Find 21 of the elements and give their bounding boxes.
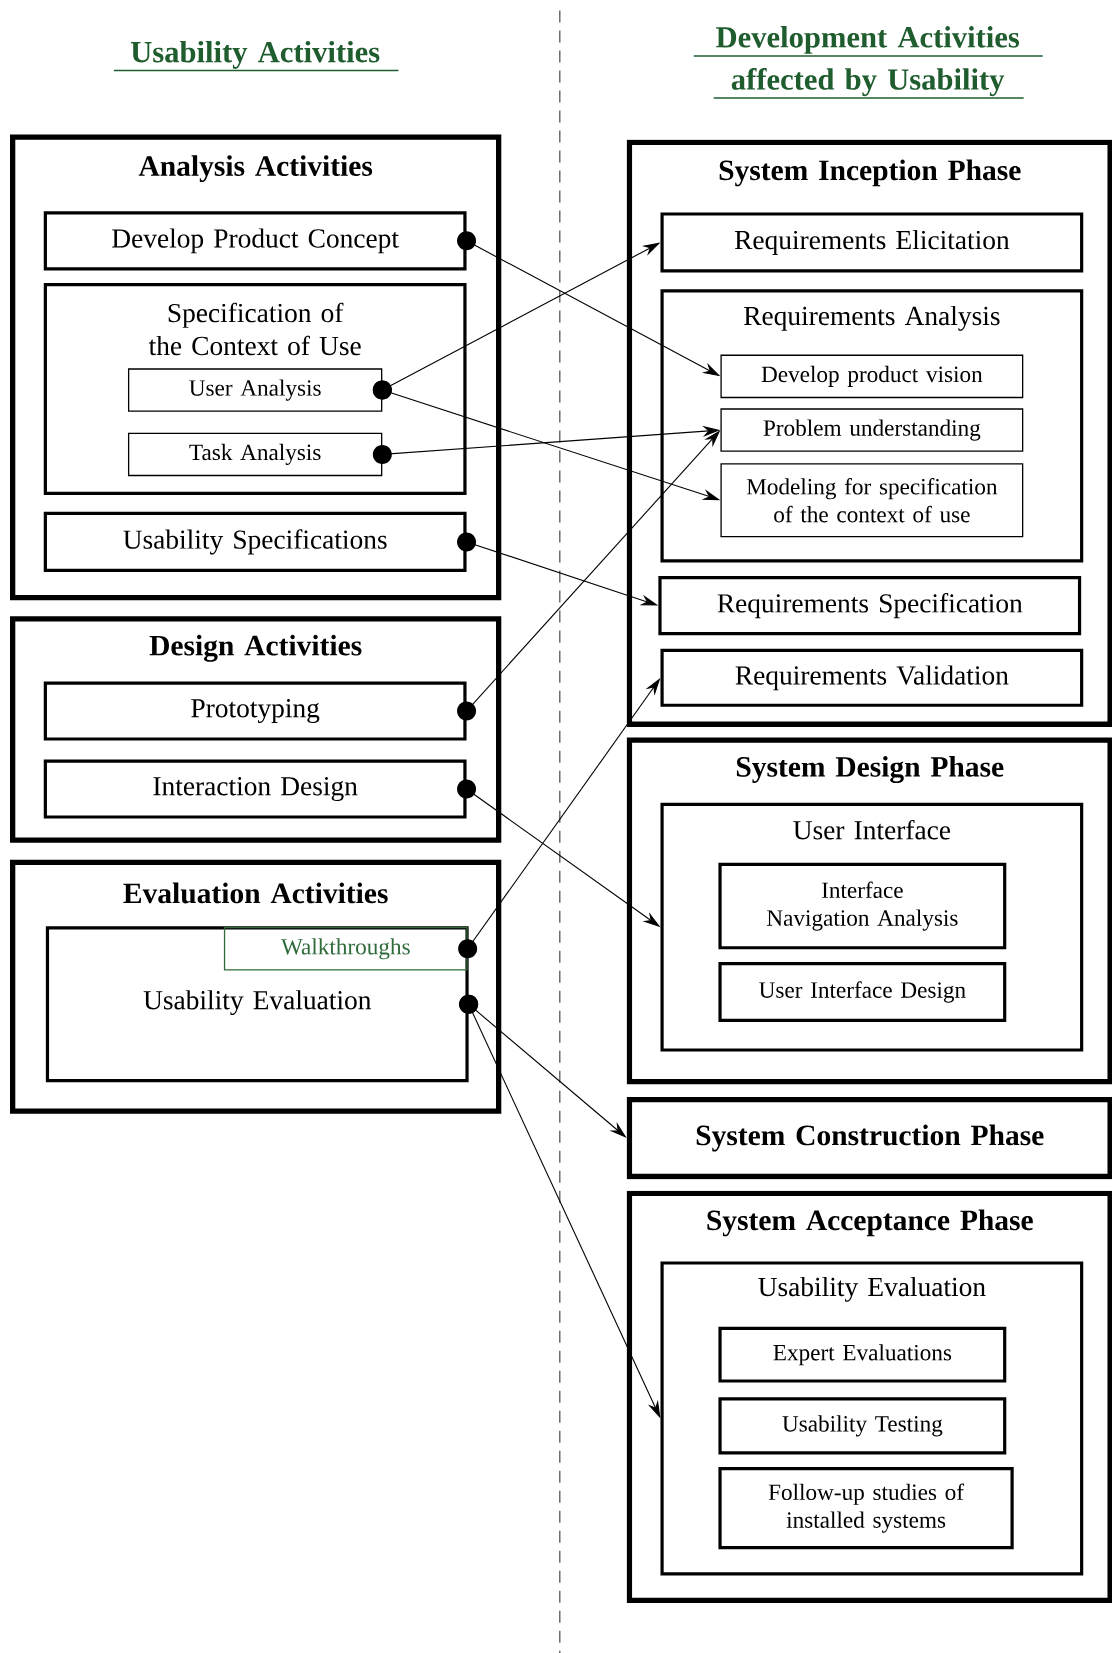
column-heading: Usability Activities	[113, 40, 400, 72]
sub-activity-box: Task Analysis	[127, 432, 383, 477]
sub-activity-box: User Analysis	[127, 368, 383, 412]
activity-box: Requirements Specification	[658, 576, 1082, 636]
activity-box: Interaction Design	[43, 759, 467, 819]
activity-box: Requirements Validation	[660, 648, 1084, 707]
activity-box: Interface Navigation Analysis	[718, 862, 1007, 950]
sub-activity-box: Problem understanding	[720, 408, 1024, 452]
sub-activity-box: Modeling for specification of the context of use	[720, 463, 1024, 538]
sub-activity-box: Walkthroughs	[223, 927, 468, 971]
sub-activity-box: Develop product vision	[720, 354, 1024, 399]
activity-box: Follow-up studies of installed systems	[718, 1466, 1014, 1550]
activity-box: Requirements Elicitation	[660, 212, 1084, 273]
column-heading: Development Activities affected by Usability	[692, 26, 1044, 99]
activity-box: Develop Product Concept	[43, 211, 467, 271]
activity-box: Usability Testing	[718, 1397, 1007, 1455]
activity-box: Prototyping	[43, 681, 467, 741]
phase-box: System Construction Phase	[626, 1096, 1112, 1180]
activity-box: Expert Evaluations	[718, 1326, 1007, 1383]
activity-box: Usability Specifications	[43, 511, 467, 572]
activity-box: User Interface Design	[718, 961, 1007, 1023]
